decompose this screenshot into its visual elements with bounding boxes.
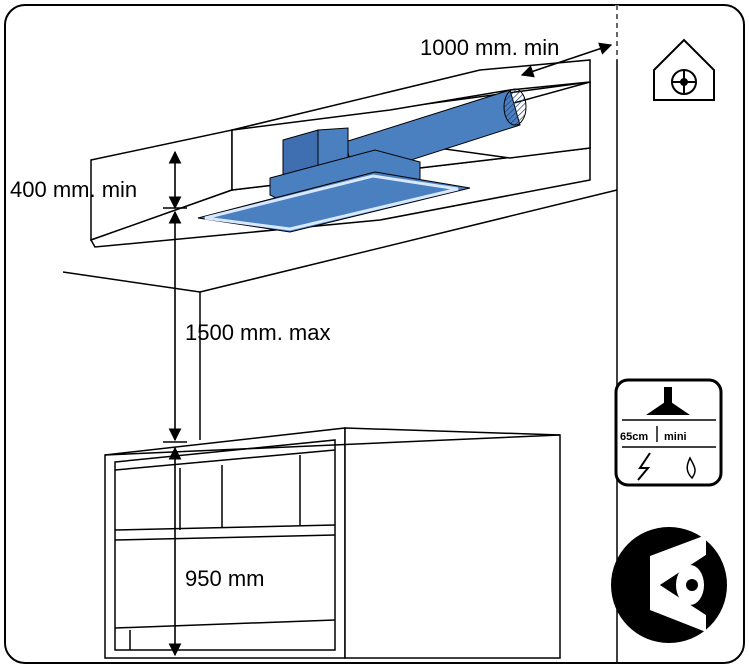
cooktop-distance-value: 65cm [620, 431, 648, 443]
ceiling-hood [197, 127, 471, 233]
house-fan-icon [653, 38, 715, 101]
ceiling-clearance-label: 400 mm. min [10, 177, 137, 202]
eye-icon [611, 527, 727, 643]
cooktop-distance-min: mini [664, 431, 687, 443]
worktop-height-label: 950 mm [185, 566, 264, 591]
side-clearance-label: 1000 mm. min [420, 35, 559, 60]
side-clearance-dimension [520, 42, 613, 78]
dimension-lines [163, 42, 613, 657]
gas-flame-icon [686, 456, 696, 480]
kitchen-cabinet [104, 427, 561, 659]
hood-height-label: 1500 mm. max [185, 320, 331, 345]
cooktop-distance-icon: 65cm mini [614, 378, 723, 487]
diagram-frame [4, 4, 745, 664]
electric-icon [637, 452, 651, 481]
